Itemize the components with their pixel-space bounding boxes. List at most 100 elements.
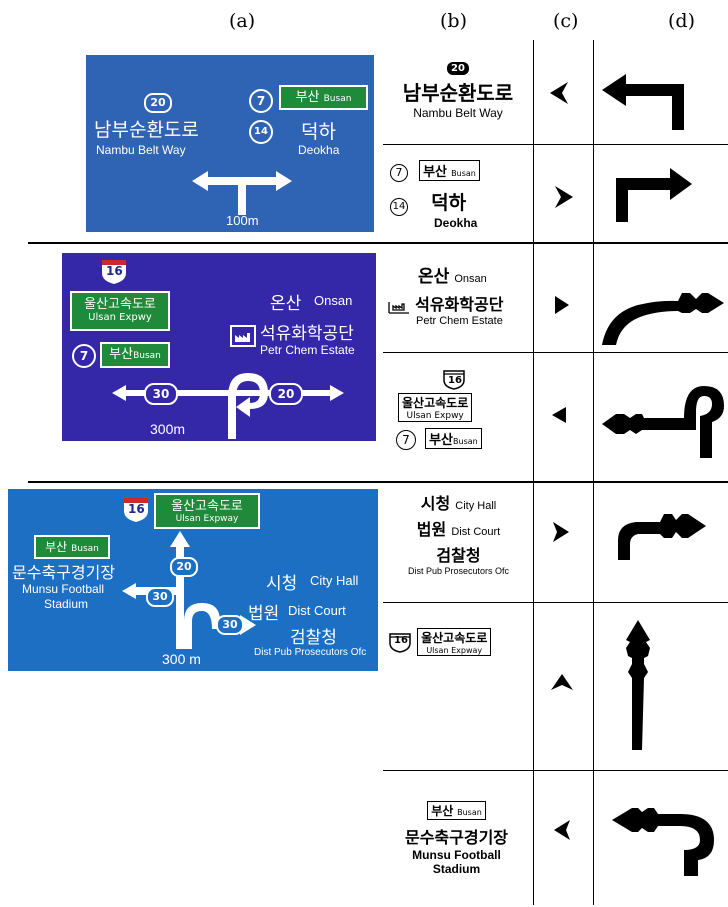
sign3-prosec-ko: 검찰청 xyxy=(290,628,337,648)
c5-right-marker-icon xyxy=(553,522,569,542)
d3-curve-right-arrow-icon xyxy=(602,293,724,345)
sign1-distance: 100m xyxy=(226,213,259,228)
route-shield-20: 20 xyxy=(144,93,172,113)
d2-right-turn-arrow-icon xyxy=(616,168,692,222)
sign3-ulsan-ko: 울산고속도로 xyxy=(171,499,243,514)
b-cell-3: 온산 Onsan 석유화학공단 Petr Chem Estate xyxy=(388,262,533,327)
divider-row1 xyxy=(28,242,728,244)
divider-row2 xyxy=(28,481,728,483)
b4-ulsan-ko: 울산고속도로 xyxy=(402,396,469,410)
sign2-arrow-icon xyxy=(112,373,344,439)
b2-route-circle-14: 14 xyxy=(390,198,408,216)
b7-busan-ko: 부산 xyxy=(431,804,454,818)
b1-route-hex: 20 xyxy=(447,62,469,75)
sign1-nambu-ko: 남부순환도로 xyxy=(94,119,199,141)
c7-left-marker-icon xyxy=(554,820,570,840)
b6-ulsan-ko: 울산고속도로 xyxy=(421,631,488,645)
sign3-munsu-en1: Munsu Football xyxy=(22,582,105,596)
sign2-ulsan-ko: 울산고속도로 xyxy=(84,297,156,312)
divider-b2 xyxy=(383,352,728,353)
sign3-route-shield-20: 20 xyxy=(170,557,198,577)
sign2-busan-ko: 부산 xyxy=(109,347,134,362)
sign1-nambu-en: Nambu Belt Way xyxy=(96,143,186,157)
sign-2: 16 울산고속도로 Ulsan Expwy 7 부산Busan 온산 Onsan… xyxy=(62,253,376,441)
sign3-cityhall-ko: 시청 xyxy=(266,574,298,594)
sign2-busan-en: Busan xyxy=(133,351,161,361)
c3-right-marker-icon xyxy=(555,296,569,314)
route-circle-7: 7 xyxy=(249,89,273,113)
sign2-onsan-en: Onsan xyxy=(314,293,353,308)
b-cell-2: 7 부산 Busan 14 덕하 Deokha xyxy=(388,160,528,230)
b4-ulsan-box: 울산고속도로 Ulsan Expwy xyxy=(398,393,473,422)
b4-busan-ko: 부산 xyxy=(429,433,454,448)
b-cell-4: 16 울산고속도로 Ulsan Expwy 7 부산Busan xyxy=(388,368,528,450)
c1-left-marker-icon xyxy=(550,82,568,104)
b3-onsan-en: Onsan xyxy=(454,273,487,285)
b7-busan-box: 부산 Busan xyxy=(427,801,486,820)
b-cell-5: 시청 City Hall 법원 Dist Court 검찰청 Dist Pub … xyxy=(386,490,531,576)
sign3-highway-shield-16-icon xyxy=(124,498,148,522)
d1-left-turn-arrow-icon xyxy=(602,74,684,130)
sign1-deokha-en: Deokha xyxy=(298,143,340,157)
sign3-court-ko: 법원 xyxy=(248,604,280,624)
c4-left-marker-icon xyxy=(552,407,566,423)
sign1-busan-ko: 부산 xyxy=(295,90,320,105)
b4-route-circle-7: 7 xyxy=(396,430,416,450)
b6-ulsan-box: 울산고속도로 Ulsan Expway xyxy=(417,628,492,656)
b7-busan-en: Busan xyxy=(457,808,482,817)
d5-curve-right-arrow-icon xyxy=(618,514,706,560)
sign3-cityhall-en: City Hall xyxy=(310,573,359,588)
route-circle-14: 14 xyxy=(249,120,273,144)
sign1-busan-box: 부산 Busan xyxy=(279,85,368,110)
sign3-munsu-en2: Stadium xyxy=(44,597,89,611)
b2-busan-box: 부산 Busan xyxy=(419,160,480,181)
highway-shield-16-icon xyxy=(102,260,126,284)
b3-petro-en: Petr Chem Estate xyxy=(416,315,503,327)
divider-b4 xyxy=(383,770,728,771)
c6-up-marker-icon xyxy=(551,674,573,690)
b5-cityhall-en: City Hall xyxy=(455,500,497,512)
b7-munsu-en1: Munsu Football xyxy=(412,848,501,862)
b5-prosec-ko: 검찰청 xyxy=(436,546,481,565)
c2-right-marker-icon xyxy=(555,186,573,208)
b5-court-en: Dist Court xyxy=(451,526,501,538)
sign3-munsu-ko: 문수축구경기장 xyxy=(12,563,116,582)
b1-en: Nambu Belt Way xyxy=(413,106,503,120)
divider-b3 xyxy=(383,602,728,603)
d4-left-uturn-arrow-icon xyxy=(602,386,724,458)
sign-1: 20 남부순환도로 Nambu Belt Way 7 부산 Busan 14 덕… xyxy=(86,55,374,232)
b-cell-7: 부산 Busan 문수축구경기장 Munsu Football Stadium xyxy=(384,800,529,876)
b-cell-1: 20 남부순환도로 Nambu Belt Way xyxy=(388,56,528,120)
sign3-ulsan-en: Ulsan Expway xyxy=(175,514,239,524)
b2-ko: 덕하 xyxy=(431,192,467,214)
vline-cd xyxy=(593,40,594,905)
sign-3: 16 울산고속도로 Ulsan Expway 부산 Busan 문수축구경기장 … xyxy=(8,489,378,671)
factory-icon xyxy=(230,325,256,347)
b1-ko: 남부순환도로 xyxy=(402,81,514,105)
vline-bc xyxy=(533,40,534,905)
b3-petro-ko: 석유화학공단 xyxy=(415,295,504,314)
b3-factory-icon xyxy=(388,301,409,314)
b5-cityhall-ko: 시청 xyxy=(420,494,451,513)
sign3-busan-ko: 부산 xyxy=(45,540,68,554)
b6-highway-shield-16-icon xyxy=(389,633,411,653)
sign1-busan-en: Busan xyxy=(323,94,352,104)
column-label-b: (b) xyxy=(440,10,467,32)
b4-busan-box: 부산Busan xyxy=(425,428,482,449)
sign1-arrow-icon xyxy=(192,171,292,215)
b2-busan-en: Busan xyxy=(451,169,476,178)
sign2-petro-ko: 석유화학공단 xyxy=(260,324,354,344)
b4-ulsan-en: Ulsan Expwy xyxy=(406,411,464,421)
b2-route-circle-7: 7 xyxy=(390,164,408,182)
b2-busan-ko: 부산 xyxy=(423,165,448,180)
sign2-route16-label: 16 xyxy=(106,264,123,278)
column-label-c: (c) xyxy=(553,10,579,32)
sign2-distance: 300m xyxy=(150,421,186,437)
b6-ulsan-en: Ulsan Expway xyxy=(426,646,483,655)
sign2-ulsan-en: Ulsan Expwy xyxy=(88,312,152,323)
sign3-distance: 300 m xyxy=(162,651,201,667)
b4-highway-shield-16-icon xyxy=(443,370,465,390)
sign3-busan-box: 부산 Busan xyxy=(34,535,110,559)
sign2-busan-box: 부산Busan xyxy=(100,342,170,368)
b5-court-ko: 법원 xyxy=(416,520,447,539)
